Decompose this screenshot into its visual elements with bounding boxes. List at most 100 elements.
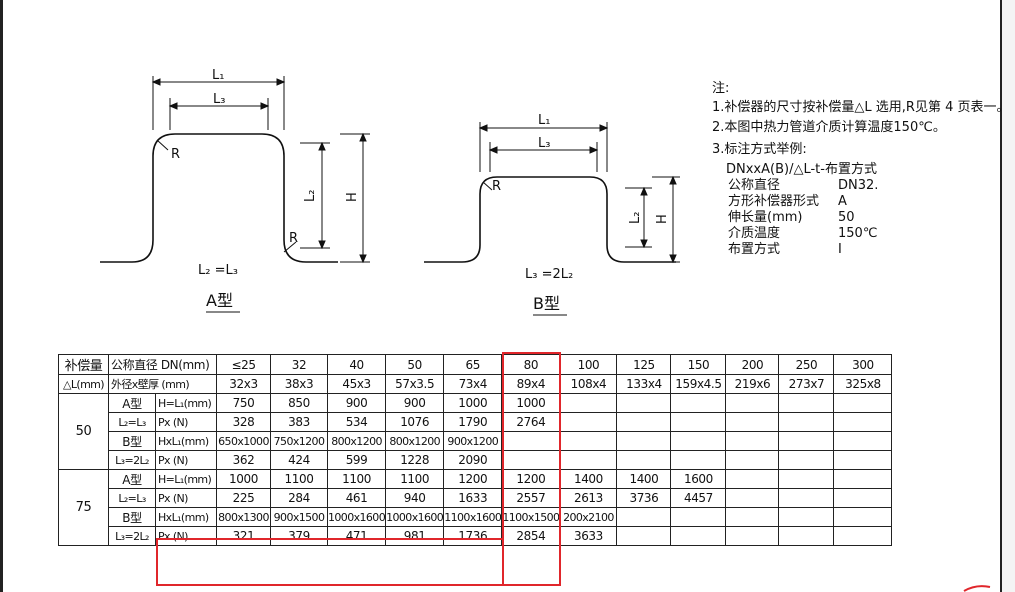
value-cell: 379 [270, 526, 328, 546]
dn-header-cell: 200 [725, 354, 780, 375]
value-cell [559, 393, 618, 413]
param-cell: H=L₁(mm) [155, 469, 217, 489]
value-cell [670, 412, 727, 432]
param-cell: HxL₁(mm) [155, 507, 217, 527]
dn-header-cell: 32 [270, 354, 328, 375]
example-key: 介质温度 [728, 226, 781, 241]
diagram-a-dimensions [151, 76, 370, 264]
value-cell [725, 469, 780, 489]
value-cell: 383 [270, 412, 328, 432]
value-cell [725, 431, 780, 451]
value-cell: 1100 [270, 469, 328, 489]
value-cell [833, 488, 893, 508]
value-cell: 1000x1600 [326, 507, 387, 527]
od-header-cell: 273x7 [778, 374, 835, 394]
diagram-a-l1-label: L₁ [212, 68, 224, 83]
od-header-cell: 38x3 [270, 374, 328, 394]
dn-header-cell: 125 [616, 354, 672, 375]
value-cell: 362 [216, 450, 271, 470]
param-cell: H=L₁(mm) [155, 393, 217, 413]
od-header-cell: 108x4 [559, 374, 618, 394]
value-cell [833, 469, 893, 489]
diagram-a-r-bottom-label: R [289, 231, 298, 246]
od-header-cell: 73x4 [443, 374, 503, 394]
value-cell: 900 [385, 393, 445, 413]
diagram-b-l1-label: L₁ [538, 113, 550, 128]
value-cell [670, 393, 727, 413]
value-cell [616, 431, 672, 451]
value-cell: 981 [385, 526, 445, 546]
corner-top: 补偿量 [58, 354, 109, 375]
value-cell: 2613 [559, 488, 618, 508]
value-cell: 200x2100 [559, 507, 618, 527]
value-cell: 1000 [443, 393, 503, 413]
example-value: A [838, 194, 847, 209]
note-line-2: 2.本图中热力管道介质计算温度150℃。 [712, 120, 946, 135]
od-header-cell: 57x3.5 [385, 374, 445, 394]
value-cell: 461 [326, 488, 387, 508]
diagram-b-formula: L₃ =2L₂ [525, 267, 573, 282]
diagram-b-l3-label: L₃ [538, 136, 550, 151]
diagram-b-r-label: R [492, 179, 501, 194]
example-value: 150℃ [838, 226, 878, 241]
value-cell: 850 [270, 393, 328, 413]
value-cell: 3633 [559, 526, 618, 546]
value-cell [616, 412, 672, 432]
value-cell: 225 [216, 488, 271, 508]
value-cell [833, 412, 893, 432]
value-cell: 3736 [616, 488, 672, 508]
type-cell: L₂=L₃ [108, 488, 156, 508]
diagram-a-h-label: H [345, 192, 360, 202]
value-cell: 4457 [670, 488, 727, 508]
value-cell [670, 526, 727, 546]
od-header-cell: 89x4 [501, 374, 561, 394]
delta-l-cell: 50 [58, 393, 109, 470]
dn-header-cell: 300 [833, 354, 893, 375]
od-header-cell: 219x6 [725, 374, 780, 394]
value-cell [725, 412, 780, 432]
diagram-a-l2-label: L₂ [303, 190, 318, 202]
od-header-cell: 133x4 [616, 374, 672, 394]
value-cell: 800x1200 [385, 431, 445, 451]
example-value: 50 [838, 210, 855, 225]
type-cell: B型 [108, 507, 156, 527]
value-cell [833, 526, 893, 546]
param-cell: Px (N) [155, 412, 217, 432]
value-cell [616, 507, 672, 527]
example-value: DN32. [838, 178, 879, 193]
type-cell: L₃=2L₂ [108, 450, 156, 470]
value-cell: 1228 [385, 450, 445, 470]
value-cell [725, 507, 780, 527]
value-cell: 750x1200 [270, 431, 328, 451]
type-cell: L₃=2L₂ [108, 526, 156, 546]
value-cell: 1076 [385, 412, 445, 432]
od-header-cell: 32x3 [216, 374, 271, 394]
value-cell [725, 488, 780, 508]
value-cell: 284 [270, 488, 328, 508]
value-cell [616, 393, 672, 413]
dn-header-cell: ≤25 [216, 354, 271, 375]
value-cell [778, 526, 835, 546]
value-cell: 2090 [443, 450, 503, 470]
od-header-cell: 325x8 [833, 374, 893, 394]
example-key: 布置方式 [728, 242, 781, 257]
value-cell: 1633 [443, 488, 503, 508]
value-cell: 900x1200 [443, 431, 503, 451]
value-cell: 328 [216, 412, 271, 432]
value-cell: 1100x1600 [443, 507, 503, 527]
note-line-3: 3.标注方式举例: [712, 142, 807, 157]
od-label: 外径x壁厚 (mm) [108, 374, 217, 394]
notation-example-code: DNxxA(B)/△L-t-布置方式 [726, 162, 877, 177]
param-cell: Px (N) [155, 488, 217, 508]
delta-l-cell: 75 [58, 469, 109, 546]
value-cell: 800x1300 [216, 507, 271, 527]
value-cell [778, 469, 835, 489]
value-cell: 1100x1500 [501, 507, 561, 527]
value-cell [778, 431, 835, 451]
value-cell [778, 393, 835, 413]
value-cell: 1400 [559, 469, 618, 489]
